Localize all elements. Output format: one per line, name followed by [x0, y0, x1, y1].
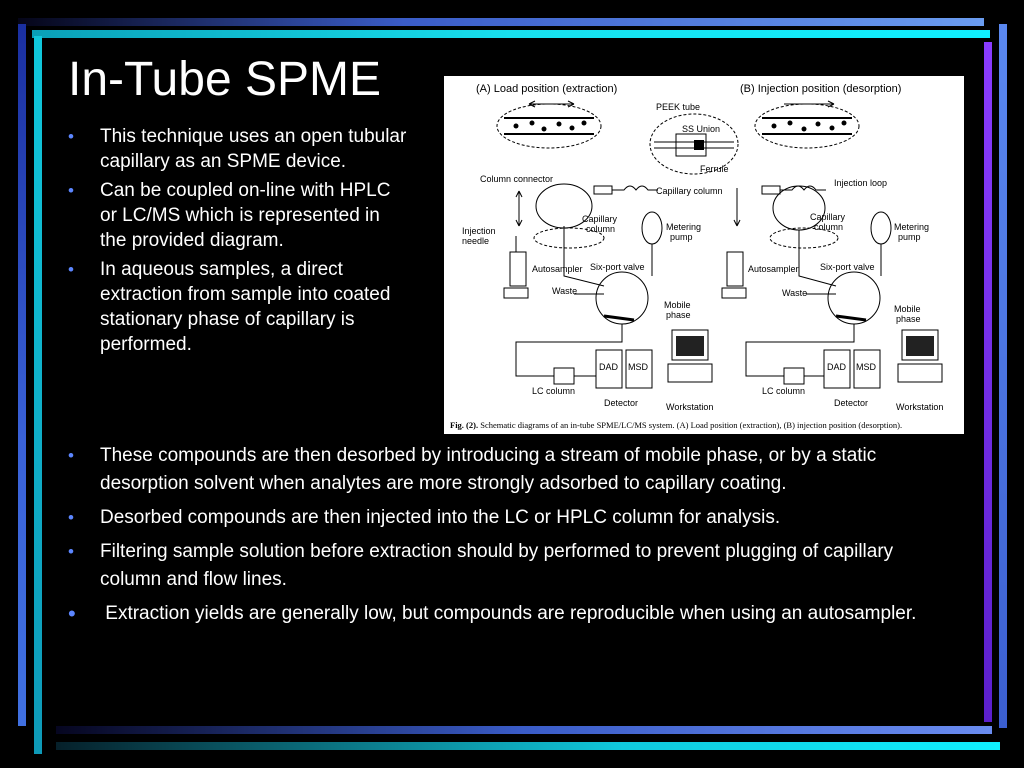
- msd-box-a: [625, 349, 653, 389]
- label-lc-column-a: LC column: [532, 386, 575, 396]
- label-metering-b: Metering: [894, 222, 929, 232]
- bullet-item: • Extraction yields are generally low, b…: [68, 600, 918, 628]
- bullet-item: • Desorbed compounds are then injected in…: [68, 504, 918, 532]
- panel-b-title: (B) Injection position (desorption): [740, 83, 901, 95]
- label-peek-tube: PEEK tube: [656, 102, 700, 112]
- bullet-item: • Filtering sample solution before extrac…: [68, 538, 918, 594]
- six-port-valve-b: [827, 271, 881, 325]
- msd-box-b: [853, 349, 881, 389]
- schematic-figure: (A) Load position (extraction) (B) Injec…: [444, 76, 964, 434]
- figure-caption-label: Fig. (2).: [450, 420, 478, 430]
- magnified-union-a: [649, 113, 739, 175]
- metering-pump-b: [870, 211, 892, 245]
- magnified-capillary-a: [496, 103, 602, 149]
- frame-bar-top-inner: [32, 30, 990, 38]
- dad-box-b: [823, 349, 851, 389]
- label-dad-a: DAD: [599, 362, 619, 372]
- label-phase-b: phase: [896, 314, 921, 324]
- label-mobile-a: Mobile: [664, 300, 691, 310]
- bullet-icon: •: [68, 508, 74, 527]
- label-ferrule: Ferrule: [700, 164, 729, 174]
- lc-column-b: [783, 367, 805, 385]
- frame-bar-left-outer: [18, 24, 26, 726]
- label-waste-a: Waste: [552, 286, 577, 296]
- panel-a-title: (A) Load position (extraction): [476, 83, 617, 95]
- label-metering-a: Metering: [666, 222, 701, 232]
- bullet-list-bottom: • These compounds are then desorbed by in…: [68, 442, 918, 634]
- figure-caption-text: Schematic diagrams of an in-tube SPME/LC…: [478, 420, 902, 430]
- label-column-b: column: [814, 222, 843, 232]
- label-capillary-a: Capillary: [582, 214, 618, 224]
- figure-caption: Fig. (2). Schematic diagrams of an in-tu…: [450, 420, 902, 430]
- metering-pump-a: [641, 211, 663, 245]
- bullet-icon: •: [68, 446, 74, 465]
- column-connector-b: [761, 185, 781, 195]
- label-column-connector: Column connector: [480, 174, 553, 184]
- label-capillary-column-top: Capillary column: [656, 186, 723, 196]
- column-connector-a: [593, 185, 613, 195]
- bullet-text: Filtering sample solution before extract…: [100, 541, 894, 590]
- label-phase-a: phase: [666, 310, 691, 320]
- capillary-coil-a: [612, 185, 658, 191]
- label-waste-b: Waste: [782, 288, 807, 298]
- capillary-coil-b: [780, 185, 826, 191]
- bullet-text: In aqueous samples, a direct extraction …: [100, 259, 391, 355]
- spme-lcms-diagram: (A) Load position (extraction) (B) Injec…: [450, 83, 943, 430]
- label-capillary-b: Capillary: [810, 212, 846, 222]
- frame-bar-right-inner: [984, 42, 992, 722]
- frame-bar-right-outer: [999, 24, 1007, 728]
- label-injection-loop: Injection loop: [834, 178, 887, 188]
- frame-bar-bottom-inner: [56, 726, 992, 734]
- label-autosampler-b: Autosampler: [748, 264, 799, 274]
- bullet-icon: •: [68, 601, 76, 626]
- slide-title: In-Tube SPME: [68, 53, 382, 106]
- label-six-port-valve-a: Six-port valve: [590, 262, 645, 272]
- label-workstation-b: Workstation: [896, 402, 943, 412]
- label-column-a: column: [586, 224, 615, 234]
- bullet-text: Desorbed compounds are then injected int…: [100, 507, 781, 528]
- bullet-icon: •: [68, 542, 74, 561]
- label-dad-b: DAD: [827, 362, 847, 372]
- bullet-text: This technique uses an open tubular capi…: [100, 126, 407, 172]
- label-mobile-b: Mobile: [894, 304, 921, 314]
- workstation-monitor-a: [671, 329, 709, 361]
- label-six-port-valve-b: Six-port valve: [820, 262, 875, 272]
- label-needle: needle: [462, 236, 489, 246]
- bullet-icon: •: [68, 260, 74, 279]
- bullet-item: • Can be coupled on-line with HPLC or LC/…: [68, 178, 408, 253]
- label-lc-column-b: LC column: [762, 386, 805, 396]
- label-msd-b: MSD: [856, 362, 877, 372]
- bullet-text: These compounds are then desorbed by int…: [100, 445, 877, 494]
- lc-column-a: [553, 367, 575, 385]
- autosampler-b: [726, 251, 744, 287]
- bullet-text: Extraction yields are generally low, but…: [100, 603, 917, 624]
- bullet-icon: •: [68, 127, 74, 146]
- six-port-valve-a: [595, 271, 649, 325]
- dad-box-a: [595, 349, 623, 389]
- bullet-list-top: • This technique uses an open tubular cap…: [68, 124, 408, 361]
- bullet-item: • This technique uses an open tubular cap…: [68, 124, 408, 174]
- label-ss-union: SS Union: [682, 124, 720, 134]
- label-pump-a: pump: [670, 232, 693, 242]
- label-autosampler-a: Autosampler: [532, 264, 583, 274]
- frame-bar-bottom-outer: [56, 742, 1000, 750]
- bullet-text: Can be coupled on-line with HPLC or LC/M…: [100, 180, 391, 251]
- label-msd-a: MSD: [628, 362, 649, 372]
- autosampler-a: [509, 251, 527, 287]
- bullet-item: • These compounds are then desorbed by in…: [68, 442, 918, 498]
- label-injection: Injection: [462, 226, 496, 236]
- frame-bar-top-outer: [18, 18, 984, 26]
- label-detector-b: Detector: [834, 398, 868, 408]
- frame-bar-left-inner: [34, 36, 42, 754]
- label-detector-a: Detector: [604, 398, 638, 408]
- label-workstation-a: Workstation: [666, 402, 713, 412]
- bullet-item: • In aqueous samples, a direct extraction…: [68, 257, 408, 357]
- bullet-icon: •: [68, 181, 74, 200]
- magnified-capillary-b: [754, 103, 860, 149]
- label-pump-b: pump: [898, 232, 921, 242]
- workstation-monitor-b: [901, 329, 939, 361]
